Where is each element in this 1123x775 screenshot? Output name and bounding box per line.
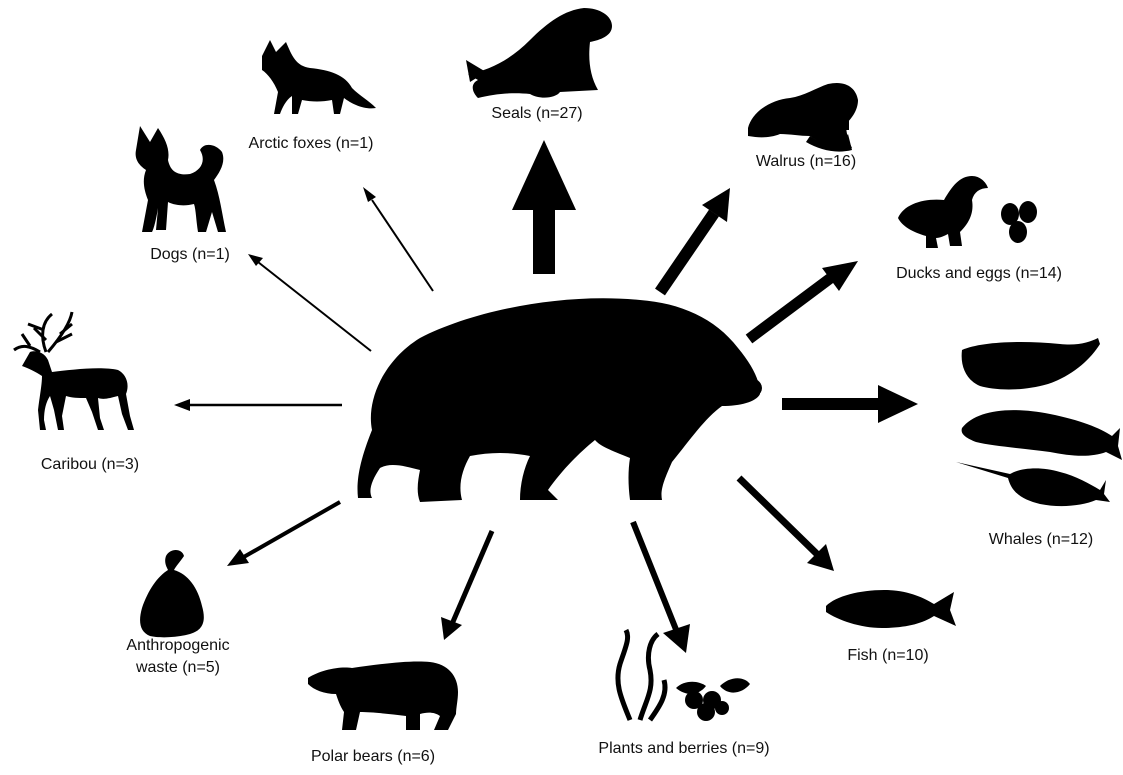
dog-icon <box>136 126 226 232</box>
label-polar-bears: Polar bears (n=6) <box>311 748 435 765</box>
label-anthropogenic-waste-line1: Anthropogenic <box>126 637 229 654</box>
seal-icon <box>466 8 612 98</box>
label-ducks-eggs: Ducks and eggs (n=14) <box>896 265 1062 282</box>
narwhal-icon <box>956 462 1110 506</box>
label-dogs: Dogs (n=1) <box>150 246 230 263</box>
center-polar-bear-icon <box>358 298 762 502</box>
bowhead-whale-icon <box>962 338 1100 390</box>
arrow-polar-bears <box>441 531 492 640</box>
label-seals: Seals (n=27) <box>491 105 582 122</box>
arrow-ducks-eggs <box>749 261 858 339</box>
label-walrus: Walrus (n=16) <box>756 153 856 170</box>
arrow-dogs <box>248 254 371 351</box>
arrow-whales <box>782 385 918 423</box>
walrus-icon <box>748 83 858 152</box>
arrow-caribou <box>174 399 342 411</box>
label-plants-berries: Plants and berries (n=9) <box>598 740 769 757</box>
arrow-arctic-foxes <box>363 187 433 291</box>
seaweed-icon <box>618 630 665 720</box>
whale-icons <box>956 338 1122 506</box>
arrow-walrus <box>660 188 730 292</box>
berries-icon <box>676 678 750 721</box>
eggs-icon <box>1001 201 1037 243</box>
label-fish: Fish (n=10) <box>847 647 928 664</box>
label-whales: Whales (n=12) <box>989 531 1094 548</box>
label-arctic-foxes: Arctic foxes (n=1) <box>249 135 374 152</box>
label-caribou: Caribou (n=3) <box>41 456 139 473</box>
garbage-bag-icon <box>140 550 204 637</box>
caribou-icon <box>14 312 134 430</box>
fox-icon <box>262 40 376 114</box>
duck-icon <box>898 176 988 248</box>
label-anthropogenic-waste-line2: waste (n=5) <box>135 659 220 676</box>
arrow-plants-berries <box>633 522 690 653</box>
polar-bear-small-icon <box>308 661 458 730</box>
fish-icon <box>826 590 956 628</box>
humpback-whale-icon <box>962 410 1122 460</box>
arrow-fish <box>739 478 834 571</box>
arrow-seals <box>512 140 576 274</box>
arrow-anthropogenic-waste <box>227 502 340 566</box>
